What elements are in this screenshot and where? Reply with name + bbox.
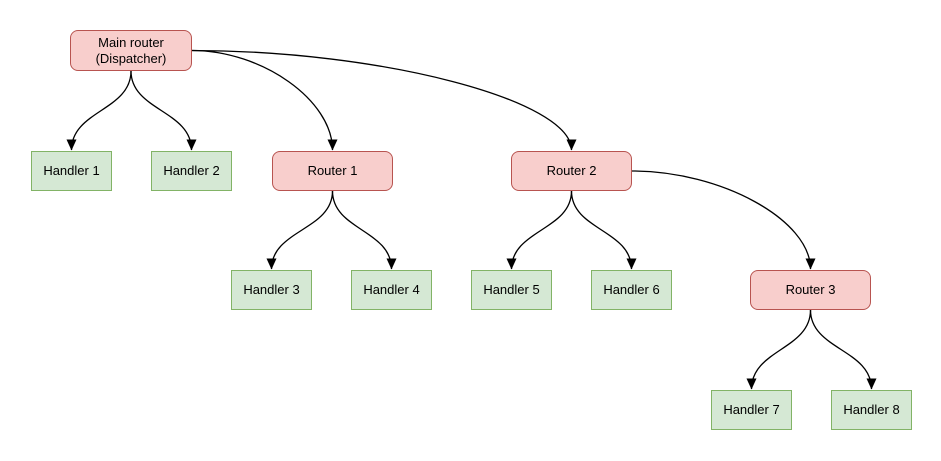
node-label: Handler 6: [603, 282, 660, 297]
node-label: Router 1: [307, 163, 358, 178]
edge-main-router-to-handler-1: [66, 70, 132, 151]
node-router-1[interactable]: Router 1: [272, 151, 393, 191]
node-label: Handler 7: [723, 402, 780, 417]
node-handler-3[interactable]: Handler 3: [231, 270, 312, 310]
node-label: Main router: [98, 34, 164, 50]
edge-router-1-to-handler-4: [331, 190, 397, 270]
node-label: Handler 5: [483, 282, 540, 297]
node-label: Handler 8: [843, 402, 900, 417]
edge-router-2-to-handler-6: [570, 190, 637, 270]
node-label: Router 2: [546, 163, 597, 178]
edge-main-router-to-handler-2: [130, 70, 197, 151]
edge-router-1-to-handler-3: [266, 190, 334, 270]
node-handler-1[interactable]: Handler 1: [31, 151, 112, 191]
node-handler-2[interactable]: Handler 2: [151, 151, 232, 191]
node-main-router[interactable]: Main router(Dispatcher): [70, 30, 192, 71]
node-label: Router 3: [785, 282, 836, 297]
node-label: Handler 1: [43, 163, 100, 178]
node-label: Handler 2: [163, 163, 220, 178]
edge-router-2-to-handler-5: [506, 190, 573, 270]
edge-router-3-to-handler-8: [809, 309, 877, 390]
edge-router-3-to-handler-7: [746, 309, 812, 390]
edge-router-2-to-router-3: [631, 170, 816, 270]
node-handler-7[interactable]: Handler 7: [711, 390, 792, 430]
node-handler-6[interactable]: Handler 6: [591, 270, 672, 310]
node-router-2[interactable]: Router 2: [511, 151, 632, 191]
node-handler-5[interactable]: Handler 5: [471, 270, 552, 310]
node-handler-8[interactable]: Handler 8: [831, 390, 912, 430]
node-handler-4[interactable]: Handler 4: [351, 270, 432, 310]
node-label: Handler 3: [243, 282, 300, 297]
node-label: Handler 4: [363, 282, 420, 297]
edge-main-router-to-router-2: [191, 49, 577, 151]
edge-main-router-to-router-1: [191, 49, 338, 151]
node-router-3[interactable]: Router 3: [750, 270, 871, 310]
node-label: (Dispatcher): [95, 50, 167, 66]
